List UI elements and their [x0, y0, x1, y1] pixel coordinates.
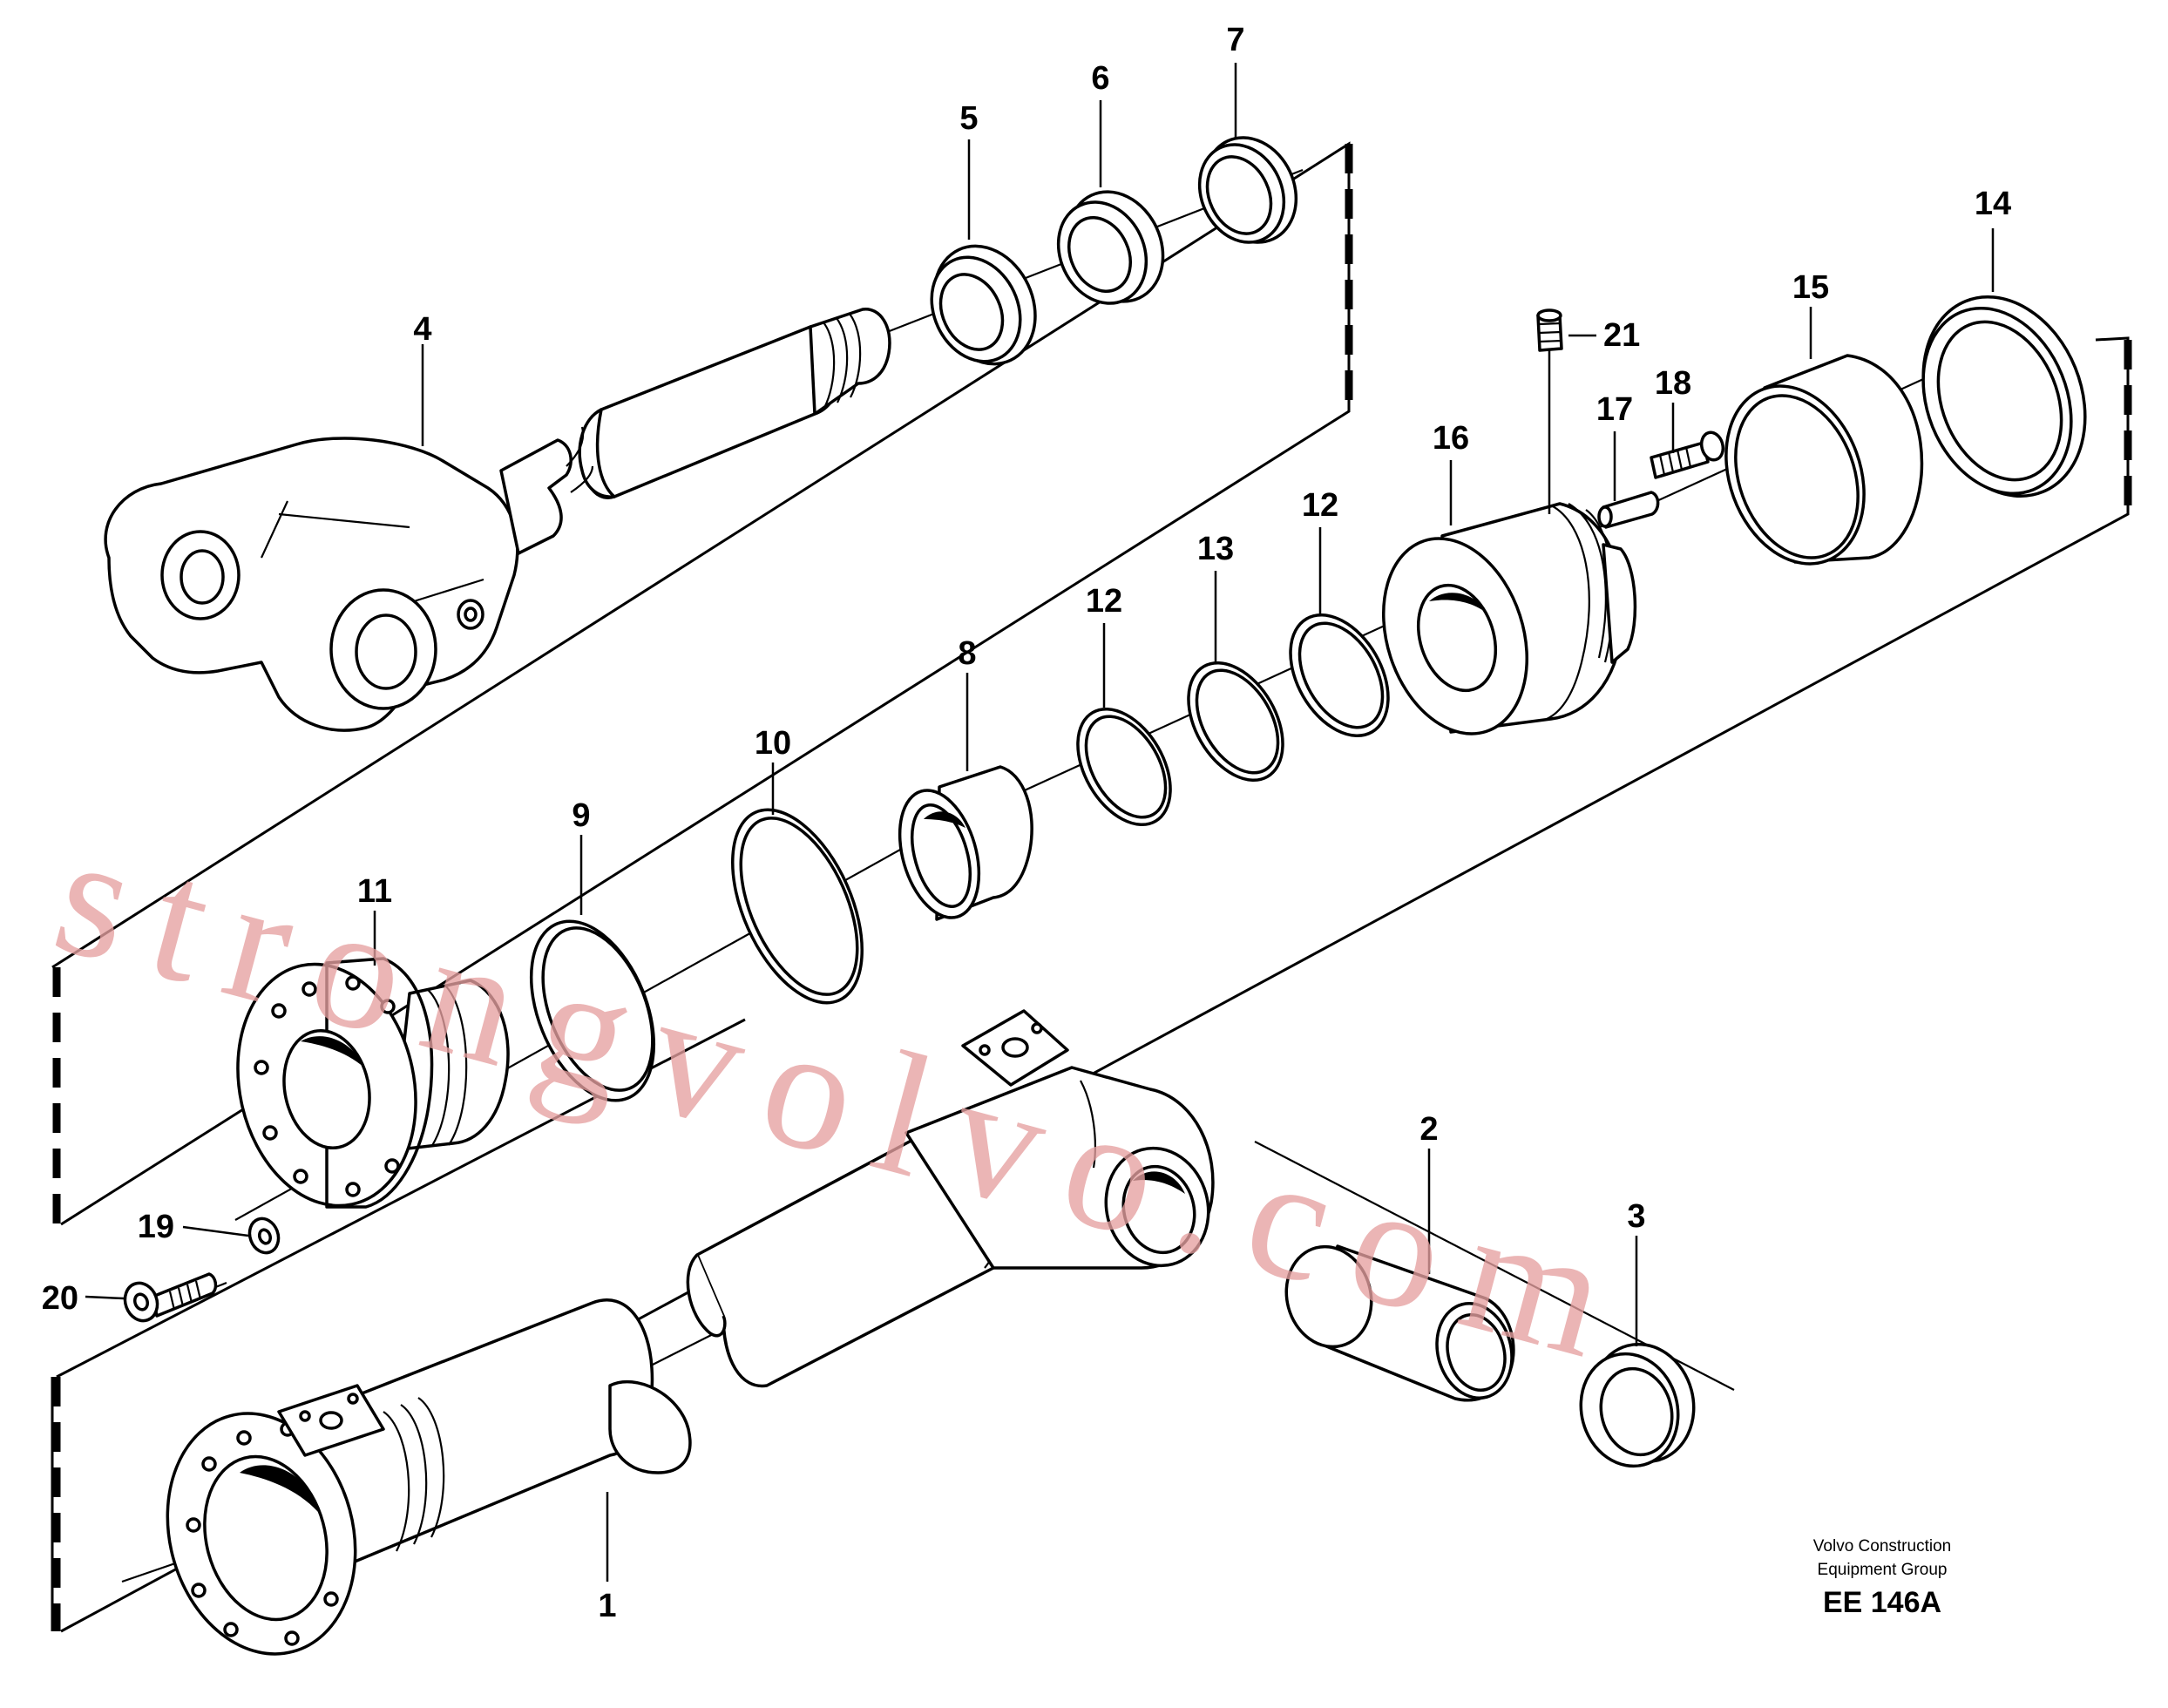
part-pin-17: [1597, 491, 1660, 529]
callout-8: 8: [958, 635, 976, 672]
drawing-code: EE 146A: [1823, 1586, 1941, 1619]
part-cylinder-tube-1: [166, 1009, 1215, 1656]
callout-leaders: [85, 63, 1995, 1582]
part-seal-13: [1187, 661, 1284, 783]
callout-10: 10: [755, 725, 791, 762]
callout-19: 19: [138, 1209, 174, 1245]
part-seal-12a: [1076, 707, 1172, 827]
callout-labels: 7 6 5 4 14 15 21 18 17 16 12 13 12 8 10 …: [42, 22, 2011, 1624]
credit-line-1: Volvo Construction: [1813, 1537, 1951, 1556]
callout-4: 4: [413, 311, 431, 348]
part-piston-16: [1381, 502, 1637, 735]
callout-11: 11: [357, 873, 392, 910]
part-bushing-8: [898, 765, 1033, 921]
callout-1: 1: [598, 1588, 616, 1624]
callout-7: 7: [1226, 22, 1244, 58]
part-washer-19: [247, 1217, 281, 1255]
callout-12-left: 12: [1086, 583, 1122, 620]
part-piston-rod-clevis: [104, 308, 891, 732]
callout-21: 21: [1603, 317, 1640, 354]
callout-14: 14: [1975, 186, 2011, 222]
part-bushing-2: [1284, 1244, 1515, 1402]
credit-line-2: Equipment Group: [1818, 1561, 1948, 1579]
part-seal-12b: [1289, 613, 1390, 737]
group-frame-top: [51, 141, 1353, 1226]
part-set-screw-21: [1536, 308, 1563, 352]
part-seal-7: [1197, 136, 1298, 244]
callout-3: 3: [1627, 1198, 1645, 1235]
part-screw-18: [1650, 430, 1725, 479]
part-seal-5: [930, 244, 1037, 366]
part-seal-6: [1056, 190, 1165, 305]
callout-17: 17: [1596, 391, 1633, 428]
callout-18: 18: [1655, 365, 1691, 402]
part-guide-ring-15: [1724, 354, 1924, 566]
part-ring-9: [529, 919, 656, 1102]
part-seal-3: [1579, 1342, 1696, 1468]
part-cap-screw-20: [123, 1272, 218, 1323]
callout-9: 9: [572, 797, 590, 834]
callout-20: 20: [42, 1280, 78, 1317]
part-ring-10: [731, 808, 864, 1005]
callout-5: 5: [959, 100, 978, 137]
callout-15: 15: [1792, 269, 1829, 306]
part-cylinder-head-11: [236, 957, 510, 1209]
part-seal-14: [1921, 295, 2087, 498]
callout-13: 13: [1197, 531, 1234, 567]
callout-16: 16: [1433, 420, 1469, 457]
title-block: Volvo Construction Equipment Group EE 14…: [1813, 1537, 1951, 1619]
callout-6: 6: [1091, 60, 1109, 97]
callout-2: 2: [1419, 1111, 1438, 1148]
callout-12-right: 12: [1302, 487, 1338, 524]
